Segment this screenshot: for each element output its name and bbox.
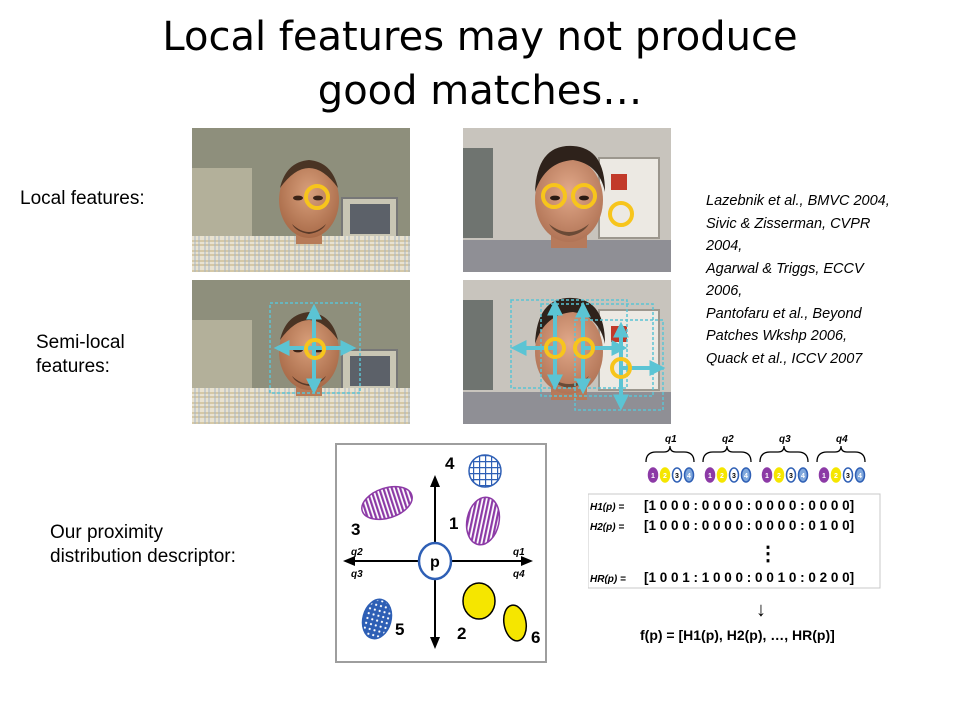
ppd-label: Our proximity distribution descriptor: [50,521,236,569]
down-arrow: ↓ [756,599,766,621]
bin-dot [842,467,854,483]
bin-dot-digit: 3 [789,473,793,480]
bin-dot [647,467,659,483]
bin-dot-digit: 4 [687,473,691,480]
feature-circle [541,183,567,209]
bin-dot-digit: 4 [801,473,805,480]
reference-line: Sivic & Zisserman, CVPR [706,215,871,232]
reference-line: 2006, [706,283,743,299]
bin-dot [761,467,773,483]
bracket-label: q3 [779,434,791,445]
bin-dot-digit: 2 [834,473,838,480]
face-photo-b-semi-local [463,280,671,424]
references: Lazebnik et al., BMVC 2004, Sivic & Ziss… [706,190,951,370]
bin-dot-digit: 3 [675,473,679,480]
bin-dot-digit: 1 [708,473,712,480]
reference-line: Patches Wkshp 2006, [706,328,848,344]
semi-local-features-label: Semi-local features: [36,331,125,379]
semi-local-line-1: Semi-local [36,332,125,353]
title-line-2: good matches… [317,68,643,114]
quadrant-label: q1 [513,547,525,558]
center-point [417,541,453,581]
region-number: 3 [351,520,360,539]
bin-dot [728,467,740,483]
quadrant-label: q4 [513,569,525,580]
bin-dot-digit: 2 [720,473,724,480]
formula: f(p) = [H1(p), H2(p), …, HR(p)] [640,627,835,643]
bin-dot [773,467,785,483]
bracket-label: q1 [665,434,677,445]
quadrant-label: q3 [351,569,363,580]
direction-arrows [510,299,666,411]
bracket-label: q4 [836,434,848,445]
bin-dot [704,467,716,483]
bin-dot [785,467,797,483]
face-photo-b-local [463,128,671,272]
histogram-diagram: q1 q2 q3 q4 1 2 3 4 1 2 3 4 1 2 3 4 1 2 3 4 H1(p) = [1 … [588,434,881,643]
feature-circle [610,357,632,379]
face-photo-a-semi-local [192,280,410,424]
bin-dot-digit: 1 [651,473,655,480]
title-line-1: Local features may not produce [162,14,798,60]
region-4-grid [468,454,502,488]
bin-dot-digit: 1 [765,473,769,480]
region-6-yellow [502,604,528,642]
semi-local-line-2: features: [36,356,110,377]
row-label: H2(p) = [590,522,624,533]
local-features-label: Local features: [20,188,145,209]
feature-circle [571,183,597,209]
bin-dot [683,467,695,483]
ppd-line-2: distribution descriptor: [50,546,236,567]
quadrant-diagram: 4 3 1 5 2 6 p q2 q1 q3 q4 [335,443,547,663]
reference-line: Lazebnik et al., BMVC 2004, [706,193,890,209]
bin-dot [659,467,671,483]
bin-dot [671,467,683,483]
row-label: HR(p) = [590,574,626,585]
region-number: 6 [531,628,540,647]
reference-line: Agarwal & Triggs, ECCV [706,260,864,277]
region-number: 2 [457,624,466,643]
row-value: [1 0 0 0 : 0 0 0 0 : 0 0 0 0 : 0 0 0 0] [644,498,854,513]
region-1-stripes [465,496,501,546]
feature-circle [573,337,595,359]
bin-dot-digit: 3 [732,473,736,480]
brackets [645,445,866,463]
bin-dot-digit: 3 [846,473,850,480]
region-2-yellow [462,582,496,620]
feature-circle [304,338,326,360]
region-number: 1 [449,514,458,533]
face-photo-a-local [192,128,410,272]
region-number: 4 [445,454,455,473]
bin-dot-digit: 1 [822,473,826,480]
quadrant-label: q2 [351,547,363,558]
bin-dot [818,467,830,483]
reference-line: Quack et al., ICCV 2007 [706,350,863,367]
row-value: [1 0 0 1 : 1 0 0 0 : 0 0 1 0 : 0 2 0 0] [644,570,854,585]
center-label: p [430,554,440,571]
bin-dot [797,467,809,483]
ellipsis: ⋮ [758,543,778,565]
region-3-stripes [361,485,413,521]
region-5-dots [361,598,393,640]
feature-circle [304,184,330,210]
bin-dot-digit: 4 [744,473,748,480]
feature-circle [544,337,566,359]
ppd-line-1: Our proximity [50,522,163,543]
bin-dot-digit: 2 [777,473,781,480]
bin-dot-digit: 4 [858,473,862,480]
bracket-label: q2 [722,434,734,445]
bin-dot [830,467,842,483]
slide-title: Local features may not produce good matc… [80,10,880,118]
reference-line: 2004, [706,238,743,254]
bin-dot [716,467,728,483]
region-number: 5 [395,620,404,639]
row-value: [1 0 0 0 : 0 0 0 0 : 0 0 0 0 : 0 1 0 0] [644,518,854,533]
bin-dot [740,467,752,483]
bin-dot-digit: 2 [663,473,667,480]
bin-dot [854,467,866,483]
bin-dots: 1 2 3 4 1 2 3 4 1 2 3 4 1 2 3 4 [647,467,866,483]
row-label: H1(p) = [590,502,624,513]
feature-circle [608,201,634,227]
reference-line: Pantofaru et al., Beyond [706,305,862,322]
